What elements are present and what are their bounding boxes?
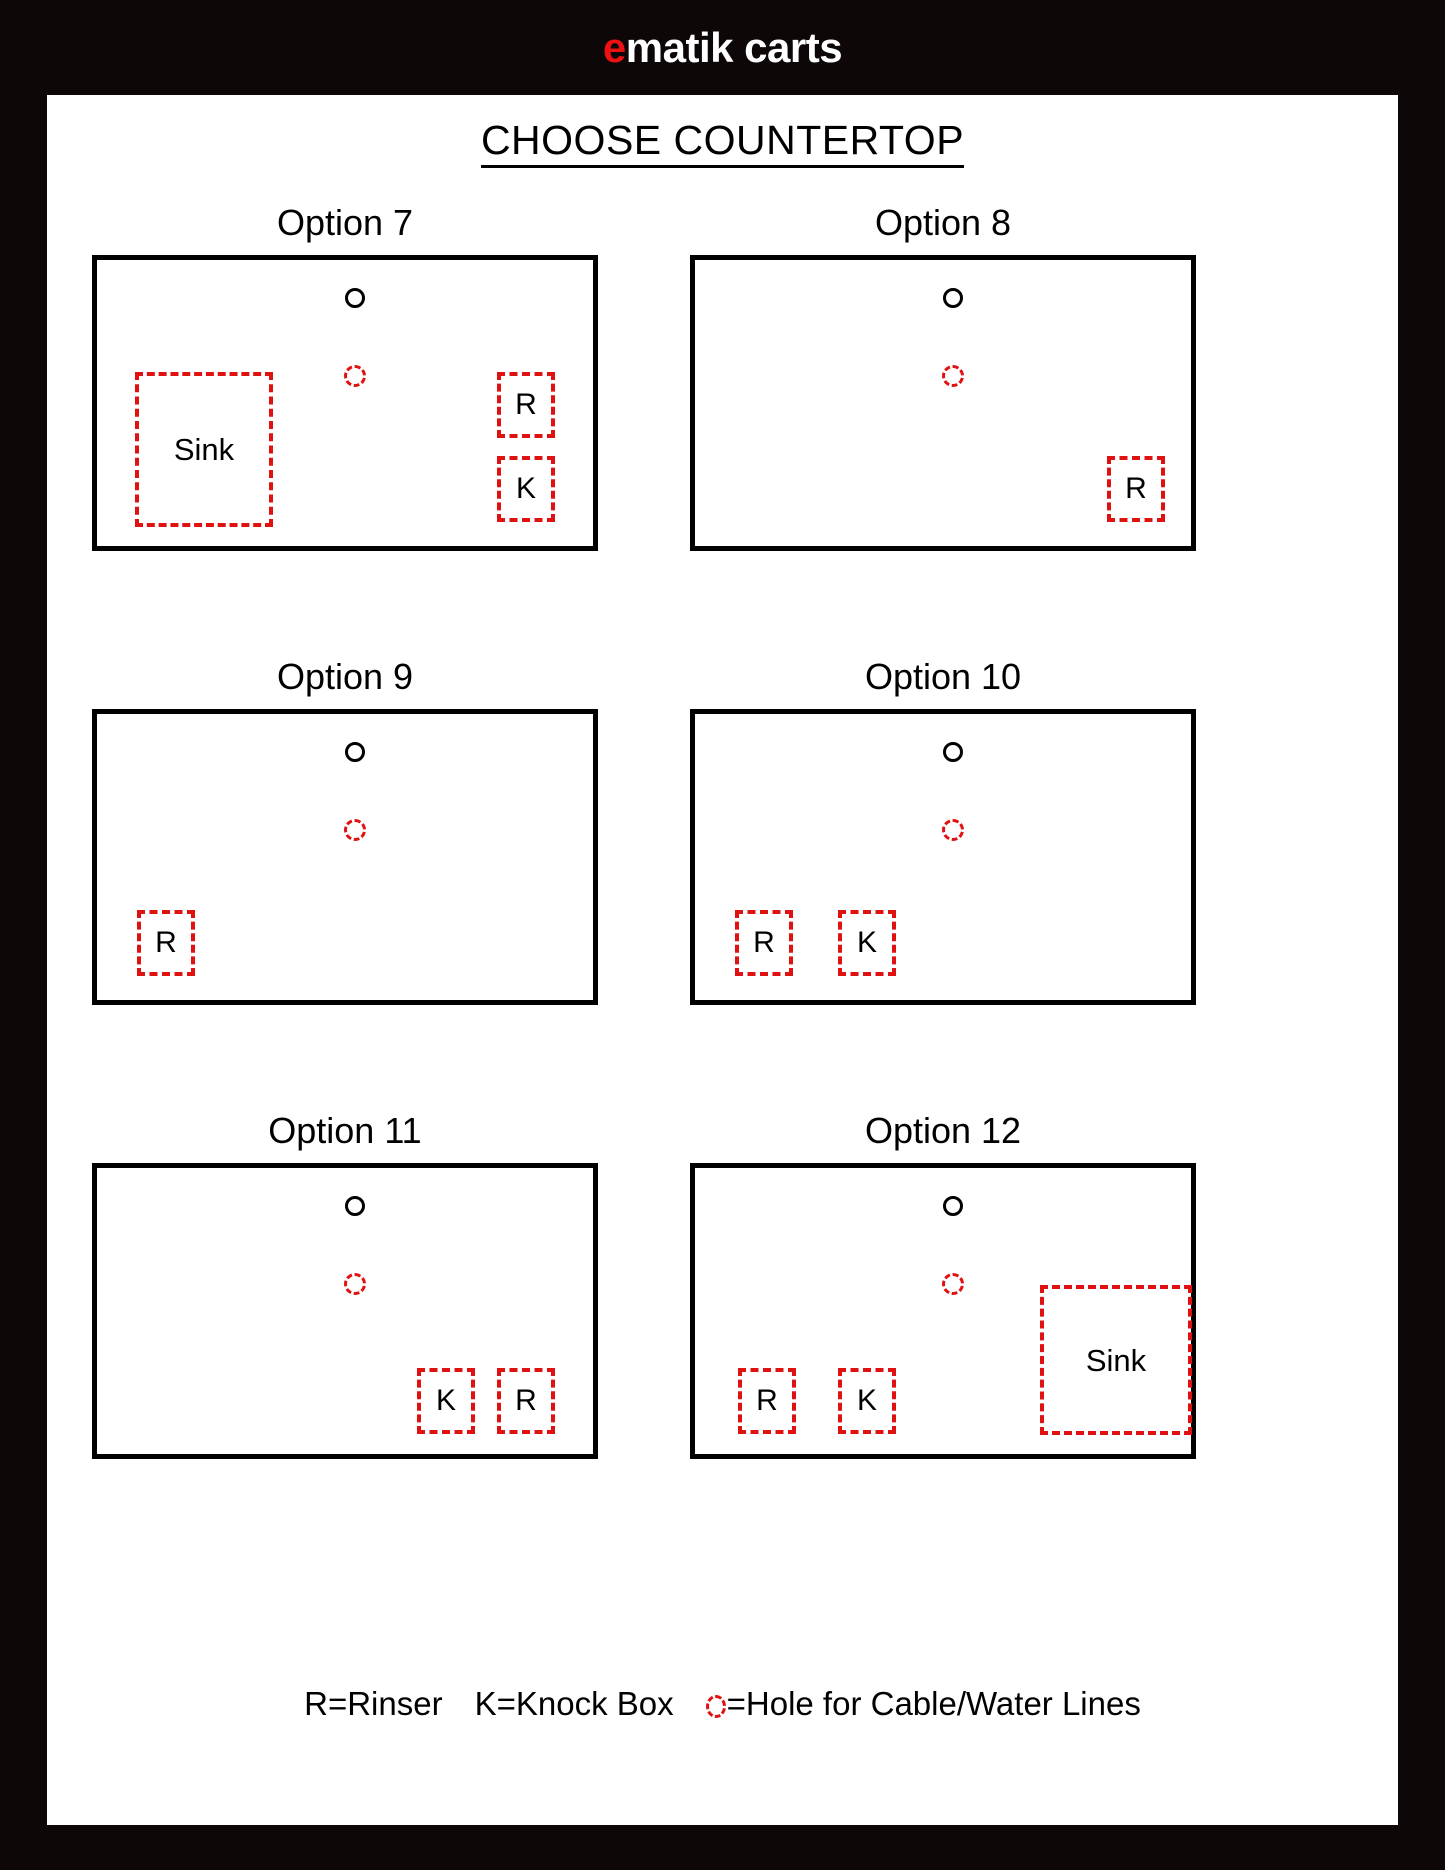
countertop-diagram[interactable]: R bbox=[92, 709, 598, 1005]
hole-black-icon bbox=[345, 742, 365, 762]
hole-red-icon bbox=[705, 1695, 726, 1718]
option-title: Option 9 bbox=[276, 656, 414, 697]
countertop-diagram[interactable]: R K Sink bbox=[690, 1163, 1196, 1459]
cutout-label: R bbox=[155, 926, 177, 959]
countertop-diagram[interactable]: R bbox=[690, 255, 1196, 551]
brand-title: ematik carts bbox=[602, 23, 843, 71]
accessory-cutout[interactable]: K bbox=[417, 1368, 475, 1434]
cutout-label: R bbox=[1125, 472, 1147, 505]
page-title-text: CHOOSE COUNTERTOP bbox=[480, 117, 965, 168]
legend-knock-box: K=Knock Box bbox=[474, 1685, 674, 1722]
option-title: Option 10 bbox=[864, 656, 1022, 697]
cutout-label: R bbox=[756, 1384, 778, 1417]
hole-red-icon bbox=[942, 819, 964, 841]
hole-black-icon bbox=[345, 1196, 365, 1216]
option-title: Option 12 bbox=[864, 1110, 1022, 1151]
hole-black-icon bbox=[345, 288, 365, 308]
legend-hole-text: =Hole for Cable/Water Lines bbox=[726, 1685, 1141, 1722]
hole-red-icon bbox=[344, 1273, 366, 1295]
option-title: Option 11 bbox=[268, 1110, 422, 1151]
cutout-label: R bbox=[753, 926, 775, 959]
accessory-cutout[interactable]: K bbox=[838, 1368, 896, 1434]
brand-accent-letter: e bbox=[602, 23, 626, 71]
option-title: Option 8 bbox=[874, 202, 1012, 243]
cutout-label: R bbox=[515, 1384, 537, 1417]
hole-black-icon bbox=[943, 742, 963, 762]
option-title: Option 7 bbox=[276, 202, 414, 243]
legend: R=Rinser K=Knock Box =Hole for Cable/Wat… bbox=[47, 1685, 1398, 1723]
hole-black-icon bbox=[943, 288, 963, 308]
sink-cutout[interactable]: Sink bbox=[135, 372, 273, 527]
cutout-label: Sink bbox=[1085, 1342, 1147, 1378]
countertop-diagram[interactable]: Sink R K bbox=[92, 255, 598, 551]
accessory-cutout[interactable]: R bbox=[497, 1368, 555, 1434]
legend-hole: =Hole for Cable/Water Lines bbox=[705, 1685, 1141, 1723]
brand-header: ematik carts bbox=[0, 0, 1445, 95]
cutout-label: R bbox=[515, 388, 537, 421]
brand-title-rest: matik carts bbox=[625, 23, 843, 71]
accessory-cutout[interactable]: R bbox=[497, 372, 555, 438]
cutout-label: K bbox=[435, 1384, 456, 1417]
cutout-label: K bbox=[515, 472, 536, 505]
accessory-cutout[interactable]: R bbox=[1107, 456, 1165, 522]
hole-red-icon bbox=[942, 365, 964, 387]
cutout-label: K bbox=[856, 926, 877, 959]
hole-red-icon bbox=[344, 819, 366, 841]
accessory-cutout[interactable]: R bbox=[735, 910, 793, 976]
hole-red-icon bbox=[942, 1273, 964, 1295]
accessory-cutout[interactable]: R bbox=[137, 910, 195, 976]
cutout-label: K bbox=[856, 1384, 877, 1417]
hole-black-icon bbox=[943, 1196, 963, 1216]
accessory-cutout[interactable]: R bbox=[738, 1368, 796, 1434]
legend-rinser: R=Rinser bbox=[304, 1685, 443, 1722]
accessory-cutout[interactable]: K bbox=[838, 910, 896, 976]
hole-red-icon bbox=[344, 365, 366, 387]
sink-cutout[interactable]: Sink bbox=[1040, 1285, 1192, 1435]
accessory-cutout[interactable]: K bbox=[497, 456, 555, 522]
page-title: CHOOSE COUNTERTOP bbox=[47, 117, 1398, 168]
cutout-label: Sink bbox=[173, 432, 235, 467]
